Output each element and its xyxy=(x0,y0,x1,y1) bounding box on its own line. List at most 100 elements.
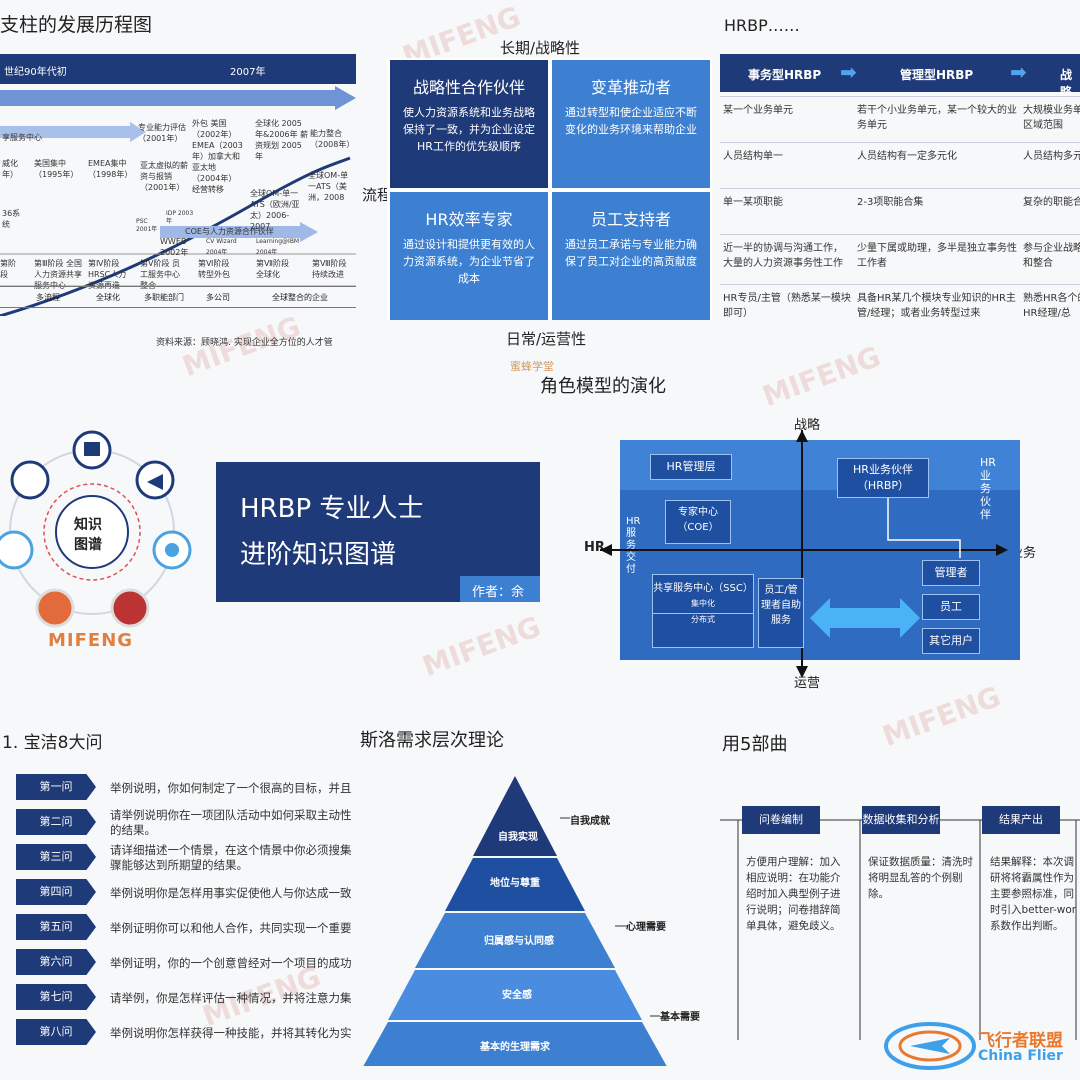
table-cell: 人员结构有一定多元化 xyxy=(854,142,1020,189)
step-description: 方便用户理解：加入相应说明：在功能介绍时加入典型例子进行说明；问卷措辞简单具体，… xyxy=(746,856,841,932)
panel-title: HRBP…… xyxy=(724,16,800,35)
axis-bottom-label: 日常/运营性 xyxy=(506,330,587,348)
manager-box: 管理者 xyxy=(922,560,980,586)
center-label: 图谱 xyxy=(74,537,102,553)
table-cell: 少量下属或助理，多半是独立事务性工作者 xyxy=(854,234,1020,285)
author-bar: 作者：余 xyxy=(460,576,540,602)
question-label: 第五问 xyxy=(16,914,96,940)
tool-label: Learning@IBM 2004年 xyxy=(256,238,300,256)
level-label: 安全感 xyxy=(502,990,532,1001)
table-row: 近一半的协调与沟通工作，大量的人力资源事务性工作 少量下属或助理，多半是独立事务… xyxy=(720,234,1080,285)
milestone-label: 美国集中（1995年） xyxy=(34,159,79,179)
stage-label: 第Ⅶ阶段 全球化 xyxy=(256,259,289,279)
watermark: MIFENG xyxy=(418,609,545,684)
timeline-end-label: 2007年 xyxy=(230,67,266,78)
hr-management-box: HR管理层 xyxy=(650,454,732,480)
panel-hr-roles: 长期/战略性 流程 战略性合作伙伴使人力资源系统和业务战略保持了一致，并为企业设… xyxy=(360,0,720,373)
milestone-label: COE与人力资源合作伙伴 xyxy=(185,227,274,236)
panel-title: 用5部曲 xyxy=(722,734,788,755)
milestone-label: 36系统 xyxy=(2,209,21,229)
vertical-label-right: HR业务伙伴 xyxy=(980,456,996,521)
phase-bar: 多流程 全球化 多职能部门 多公司 全球整合的企业 xyxy=(0,286,356,308)
ssc-box: 共享服务中心（SSC） 集中化 分布式 xyxy=(652,574,754,648)
step-description: 保证数据质量：清洗时将明显乱答的个例剔除。 xyxy=(868,856,973,900)
panel-hrbp-table: HRBP…… 事务型HRBP ➡ 管理型HRBP ➡ 战略 某一个业务单元 若干… xyxy=(720,0,1080,360)
step-description: 结果解释：本次调研将将霸属性作为主要参照标准，同时引入better-wor系数作… xyxy=(990,856,1077,932)
question-text: 举例说明你是怎样用事实促使他人与你达成一致 xyxy=(110,886,352,900)
question-text: 举例证明，你的一个创意曾经对一个项目的成功 xyxy=(110,956,352,970)
table-cell: 人员结构多元 xyxy=(1020,142,1080,189)
question-text: 请举例说明你在一项团队活动中如何采取主动性 xyxy=(110,808,352,822)
quadrant-change-agent: 变革推动者通过转型和使企业适应不断变化的业务环境来帮助企业 xyxy=(552,60,710,188)
quadrant-employee-champion: 员工支持者通过员工承诺与专业能力确保了员工对企业的高贡献度 xyxy=(552,192,710,320)
center-label: 知识 xyxy=(74,517,102,533)
title-line1: HRBP 专业人士 xyxy=(240,494,424,524)
self-service-box: 员工/管理者自助服务 xyxy=(758,578,804,648)
arrow-icon: ➡ xyxy=(840,60,857,84)
level-label: 地位与尊重 xyxy=(490,878,540,889)
table-cell: 熟悉HR各个的HR经理/总 xyxy=(1020,284,1080,335)
panel-timeline: 支柱的发展历程图 世纪90年代初 2007年 享服务中心 威化年） 美国集中（1… xyxy=(0,0,360,360)
list-item: 第五问举例证明你可以和他人合作，共同实现一个重要 xyxy=(16,914,360,949)
question-text: 请举例，你是怎样评估一种情况，并将注意力集 xyxy=(110,991,352,1005)
panel-title: 1. 宝洁8大问 xyxy=(2,733,103,753)
step-button: 问卷编制 xyxy=(742,806,820,834)
tool-label: CV Wizard 2004年 xyxy=(206,238,237,256)
panel-title: 支柱的发展历程图 xyxy=(0,14,153,36)
table-cell: 单一某项职能 xyxy=(720,188,854,235)
quadrant-efficiency-expert: HR效率专家通过设计和提供更有效的人力资源系统，为企业节省了成本 xyxy=(390,192,548,320)
col-header: 管理型HRBP xyxy=(900,68,974,82)
axis-bottom-label: 运营 xyxy=(794,676,821,691)
table-cell: 复杂的职能合 xyxy=(1020,188,1080,235)
author-label: 作者：余 xyxy=(472,585,525,600)
list-item: 第六问举例证明，你的一个创意曾经对一个项目的成功 xyxy=(16,949,360,984)
pyramid xyxy=(363,776,667,1066)
table-header-bar: 事务型HRBP ➡ 管理型HRBP ➡ 战略 xyxy=(720,54,1080,99)
question-text: 请详细描述一个情景，在这个情景中你必须搜集 xyxy=(110,843,352,857)
list-item: 第二问请举例说明你在一项团队活动中如何采取主动性的结果。 xyxy=(16,808,360,844)
phase-label: 多流程 xyxy=(36,293,60,302)
step-button: 结果产出 xyxy=(982,806,1060,834)
milestone-label: 外包 美国（2002年）EMEA（2003年）加拿大和亚太地（2004年）经营转… xyxy=(192,119,243,194)
side-label: 基本需要 xyxy=(660,1012,700,1023)
question-label: 第七问 xyxy=(16,984,96,1010)
panel-title-card: HRBP 专业人士 进阶知识图谱 作者：余 xyxy=(216,462,540,602)
vertical-label-left: HR服务交付 xyxy=(626,516,641,575)
axis-left-label: HR xyxy=(584,540,605,555)
panel-pg-questions: 1. 宝洁8大问 第一问举例说明，你如何制定了一个很高的目标，并且 第二问请举例… xyxy=(0,720,360,1080)
question-text-cont: 骤能够达到所期望的结果。 xyxy=(110,858,248,872)
panel-title: 斯洛需求层次理论 xyxy=(360,730,504,751)
question-text: 举例说明，你如何制定了一个很高的目标，并且 xyxy=(110,781,352,795)
milestone-label: 能力整合（2008年） xyxy=(310,129,355,149)
stage-label: 第Ⅴ阶段 员工服务中心整合 xyxy=(140,259,181,290)
tool-label: WWEB 2002年 xyxy=(160,237,189,257)
list-item: 第四问举例说明你是怎样用事实促使他人与你达成一致 xyxy=(16,879,360,914)
brand-logo: MIFENG xyxy=(48,630,134,651)
stage-label: 第Ⅲ阶段 全国人力资源共享服务中心 xyxy=(34,259,83,290)
list-item: 第一问举例说明，你如何制定了一个很高的目标，并且 xyxy=(16,774,360,809)
question-label: 第二问 xyxy=(16,809,96,835)
knowledge-ring xyxy=(0,430,192,628)
step-button: 数据收集和分析 xyxy=(862,806,940,834)
hrbp-table: 某一个业务单元 若干个小业务单元，某一个较大的业务单元 大规模业务单元区域范围 … xyxy=(720,96,1080,335)
level-label: 自我实现 xyxy=(498,832,538,843)
table-cell: 人员结构单一 xyxy=(720,142,854,189)
question-text-cont: 的结果。 xyxy=(110,823,156,837)
level-label: 基本的生理需求 xyxy=(480,1042,550,1053)
question-label: 第一问 xyxy=(16,774,96,800)
level-label: 归属感与认同感 xyxy=(484,936,554,947)
side-label: 自我成就 xyxy=(570,816,610,827)
table-cell: 2-3项职能合集 xyxy=(854,188,1020,235)
list-item: 第八问举例说明你怎样获得一种技能，并将其转化为实 xyxy=(16,1019,360,1054)
stage-label: 第Ⅵ阶段 转型外包 xyxy=(198,259,230,279)
source-note: 资料来源：顾晓鸿. 实现企业全方位的人才管 xyxy=(156,338,333,348)
logo-text-cn: 飞行者联盟 xyxy=(978,1031,1063,1051)
tool-label: IDP 2003年 xyxy=(166,210,194,225)
milestone-label: 全球OM-单一ATS（欧洲/亚太）2006-2007 xyxy=(250,189,300,231)
table-cell: 具备HR某几个模块专业知识的HR主管/经理；或者业务转型过来 xyxy=(854,284,1020,335)
col-header: 战略 xyxy=(1060,68,1073,99)
hrbp-box: HR业务伙伴（HRBP） xyxy=(837,458,929,498)
question-text: 举例说明你怎样获得一种技能，并将其转化为实 xyxy=(110,1026,352,1040)
milestone-label: 全球OM-单一ATS（美洲，2008 xyxy=(308,171,349,202)
phase-label: 多公司 xyxy=(206,293,230,302)
